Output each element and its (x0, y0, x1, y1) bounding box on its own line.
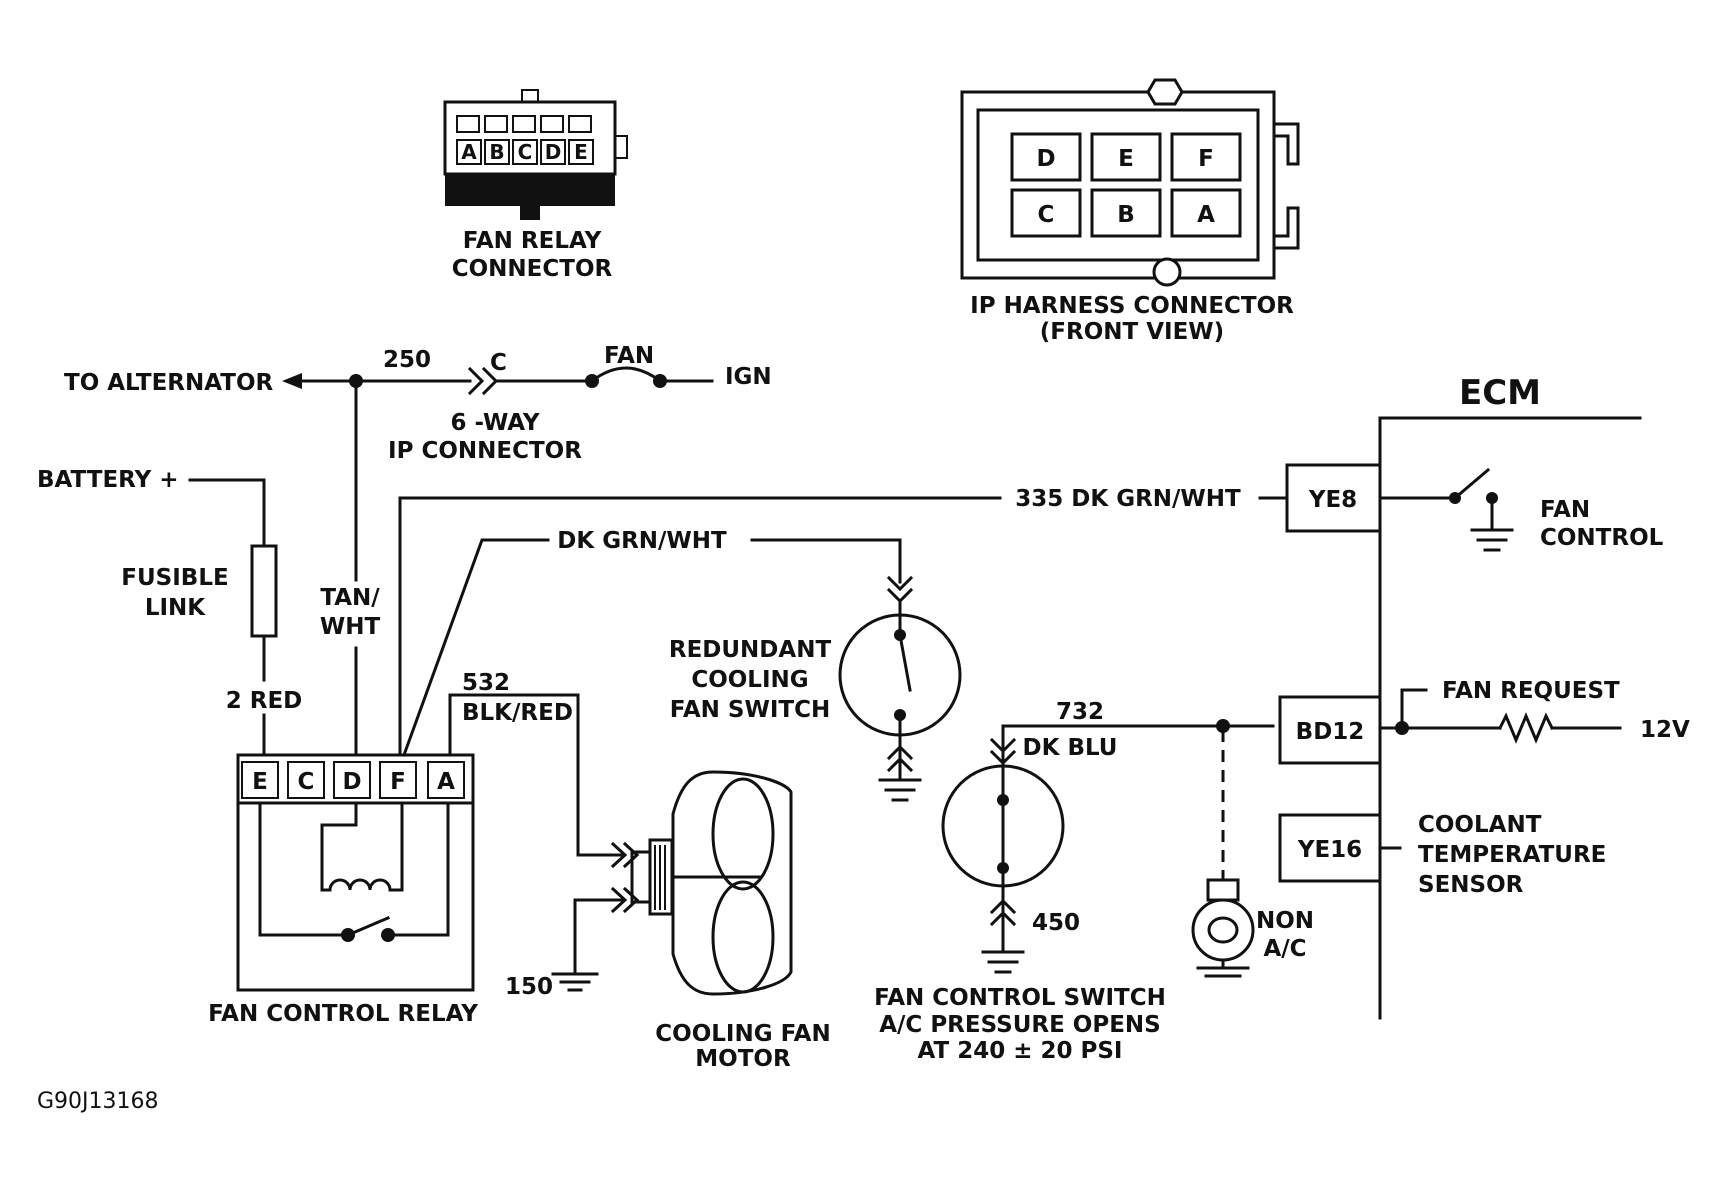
fan-relay-pin-b: B (489, 140, 504, 164)
fan-fuse-label: FAN (604, 343, 654, 369)
ip-pin-c: C (1038, 202, 1055, 228)
fan-relay-pin-c: C (518, 140, 533, 164)
fan-request-label: FAN REQUEST (1442, 678, 1620, 704)
battery-label: BATTERY + (37, 467, 179, 493)
wire-blk-red-label: BLK/RED (462, 700, 573, 726)
ecm-terminal-ye8: YE8 (1308, 487, 1357, 513)
fan-control-label-2: CONTROL (1540, 525, 1664, 551)
wire-dk-grn-label: DK GRN/WHT (557, 528, 727, 554)
fan-relay-pin-d: D (545, 140, 562, 164)
fan-control-switch-label-2: A/C PRESSURE OPENS (879, 1012, 1161, 1038)
relay-pin-a: A (437, 769, 455, 795)
wire-335: 335 DK GRN/WHT (398, 486, 1289, 757)
cooling-fan-motor-label-1: COOLING FAN (655, 1021, 830, 1047)
ecm: ECM YE8 FAN CONTROL BD12 FAN REQUEST 12V… (1278, 373, 1690, 1020)
ip-pin-a: A (1197, 202, 1215, 228)
tan-wht-wire: TAN/ WHT (320, 379, 381, 757)
wire-532: 532 BLK/RED (448, 670, 640, 869)
fan-relay-connector-title-1: FAN RELAY (463, 228, 602, 254)
fan-relay-connector: A B C D E FAN RELAY CONNECTOR (443, 89, 628, 282)
red-wire-label: 2 RED (226, 688, 303, 714)
ip-pin-f: F (1198, 146, 1214, 172)
non-ac-plug: NON A/C (1191, 730, 1314, 978)
tan-wht-label-1: TAN/ (320, 585, 380, 611)
non-ac-label-1: NON (1256, 908, 1314, 934)
ecm-terminal-bd12-box (1278, 695, 1382, 765)
ip-harness-title-2: (FRONT VIEW) (1040, 319, 1224, 345)
cooling-fan-motor-label-2: MOTOR (695, 1046, 791, 1072)
fan-control-switch-label-1: FAN CONTROL SWITCH (874, 985, 1166, 1011)
fan-relay-connector-title-2: CONNECTOR (452, 256, 613, 282)
ip-pin-d: D (1036, 146, 1055, 172)
tan-wht-label-2: WHT (320, 614, 381, 640)
connector-c-label: C (490, 350, 507, 376)
wire-532-label: 532 (462, 670, 510, 696)
battery-feed: BATTERY + FUSIBLE LINK 2 RED (37, 467, 303, 757)
coolant-label-1: COOLANT (1418, 812, 1542, 838)
ip-harness-connector: D E F C B A IP HARNESS CONNECTOR (FRONT … (960, 78, 1300, 345)
ign-label: IGN (725, 364, 772, 390)
fan-relay-pin-e: E (574, 140, 588, 164)
relay-pin-c: C (298, 769, 315, 795)
coolant-label-2: TEMPERATURE (1418, 842, 1606, 868)
ignition-feed: TO ALTERNATOR 250 C FAN IGN 6 -WAY IP CO… (64, 343, 772, 464)
relay-pin-f: F (390, 769, 406, 795)
redundant-switch-label-2: COOLING (691, 667, 808, 693)
ip-connector-label-2: IP CONNECTOR (388, 438, 582, 464)
fusible-link-label-1: FUSIBLE (121, 565, 228, 591)
cooling-fan-motor: COOLING FAN MOTOR (630, 770, 831, 1072)
fan-control-label-1: FAN (1540, 497, 1590, 523)
voltage-12v-label: 12V (1640, 717, 1690, 743)
fan-control-relay: E C D F A FAN CONTROL RELAY (208, 753, 478, 1027)
ground-450-label: 450 (1032, 910, 1080, 936)
ip-pin-b: B (1117, 202, 1135, 228)
wire-dk-blu-label: DK BLU (1023, 735, 1118, 761)
redundant-switch-label-1: REDUNDANT (669, 637, 832, 663)
redundant-switch-label-3: FAN SWITCH (670, 697, 830, 723)
fusible-link-label-2: LINK (145, 595, 206, 621)
fan-control-switch-label-3: AT 240 ± 20 PSI (917, 1038, 1122, 1064)
ecm-terminal-ye16: YE16 (1297, 837, 1362, 863)
ip-connector-label-1: 6 -WAY (450, 410, 539, 436)
circuit-250-label: 250 (383, 347, 431, 373)
relay-pin-d: D (342, 769, 361, 795)
to-alternator-label: TO ALTERNATOR (64, 370, 274, 396)
redundant-cooling-fan-switch: REDUNDANT COOLING FAN SWITCH (669, 600, 962, 802)
fan-control-switch: 450 FAN CONTROL SWITCH A/C PRESSURE OPEN… (874, 758, 1166, 1064)
ip-pin-e: E (1118, 146, 1134, 172)
ground-150: 150 (505, 886, 640, 1000)
wire-732: 732 DK BLU (989, 699, 1275, 766)
ip-harness-title-1: IP HARNESS CONNECTOR (970, 293, 1294, 319)
fan-relay-pin-a: A (461, 140, 477, 164)
ground-150-label: 150 (505, 974, 553, 1000)
ecm-terminal-bd12: BD12 (1296, 719, 1365, 745)
wire-732-label: 732 (1056, 699, 1104, 725)
coolant-label-3: SENSOR (1418, 872, 1524, 898)
ecm-label: ECM (1459, 373, 1541, 413)
figure-code: G90J13168 (37, 1089, 159, 1114)
non-ac-label-2: A/C (1263, 936, 1306, 962)
wire-335-label: 335 DK GRN/WHT (1015, 486, 1241, 512)
relay-pin-e: E (252, 769, 268, 795)
fan-control-relay-label: FAN CONTROL RELAY (208, 1001, 478, 1027)
